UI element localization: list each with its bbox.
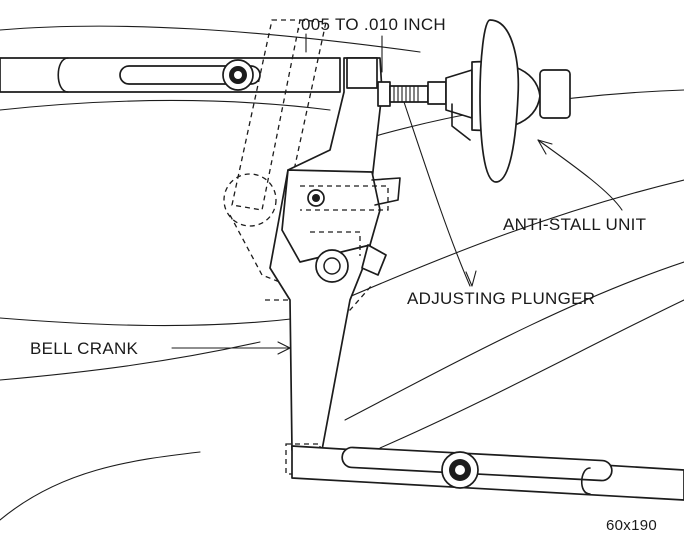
clearance-label: .005 TO .010 INCH: [296, 15, 446, 34]
adjusting-plunger-label: ADJUSTING PLUNGER: [407, 289, 595, 308]
anti-stall-assembly: [377, 19, 571, 183]
anti-stall-unit-label: ANTI-STALL UNIT: [503, 215, 646, 234]
bell-crank: [269, 57, 401, 475]
lower-link-rod: [291, 445, 684, 501]
bell-crank-label: BELL CRANK: [30, 339, 139, 358]
leader-lines: [171, 33, 623, 355]
figure-number: 60x190: [606, 517, 657, 534]
upper-link-rod: [0, 57, 341, 93]
